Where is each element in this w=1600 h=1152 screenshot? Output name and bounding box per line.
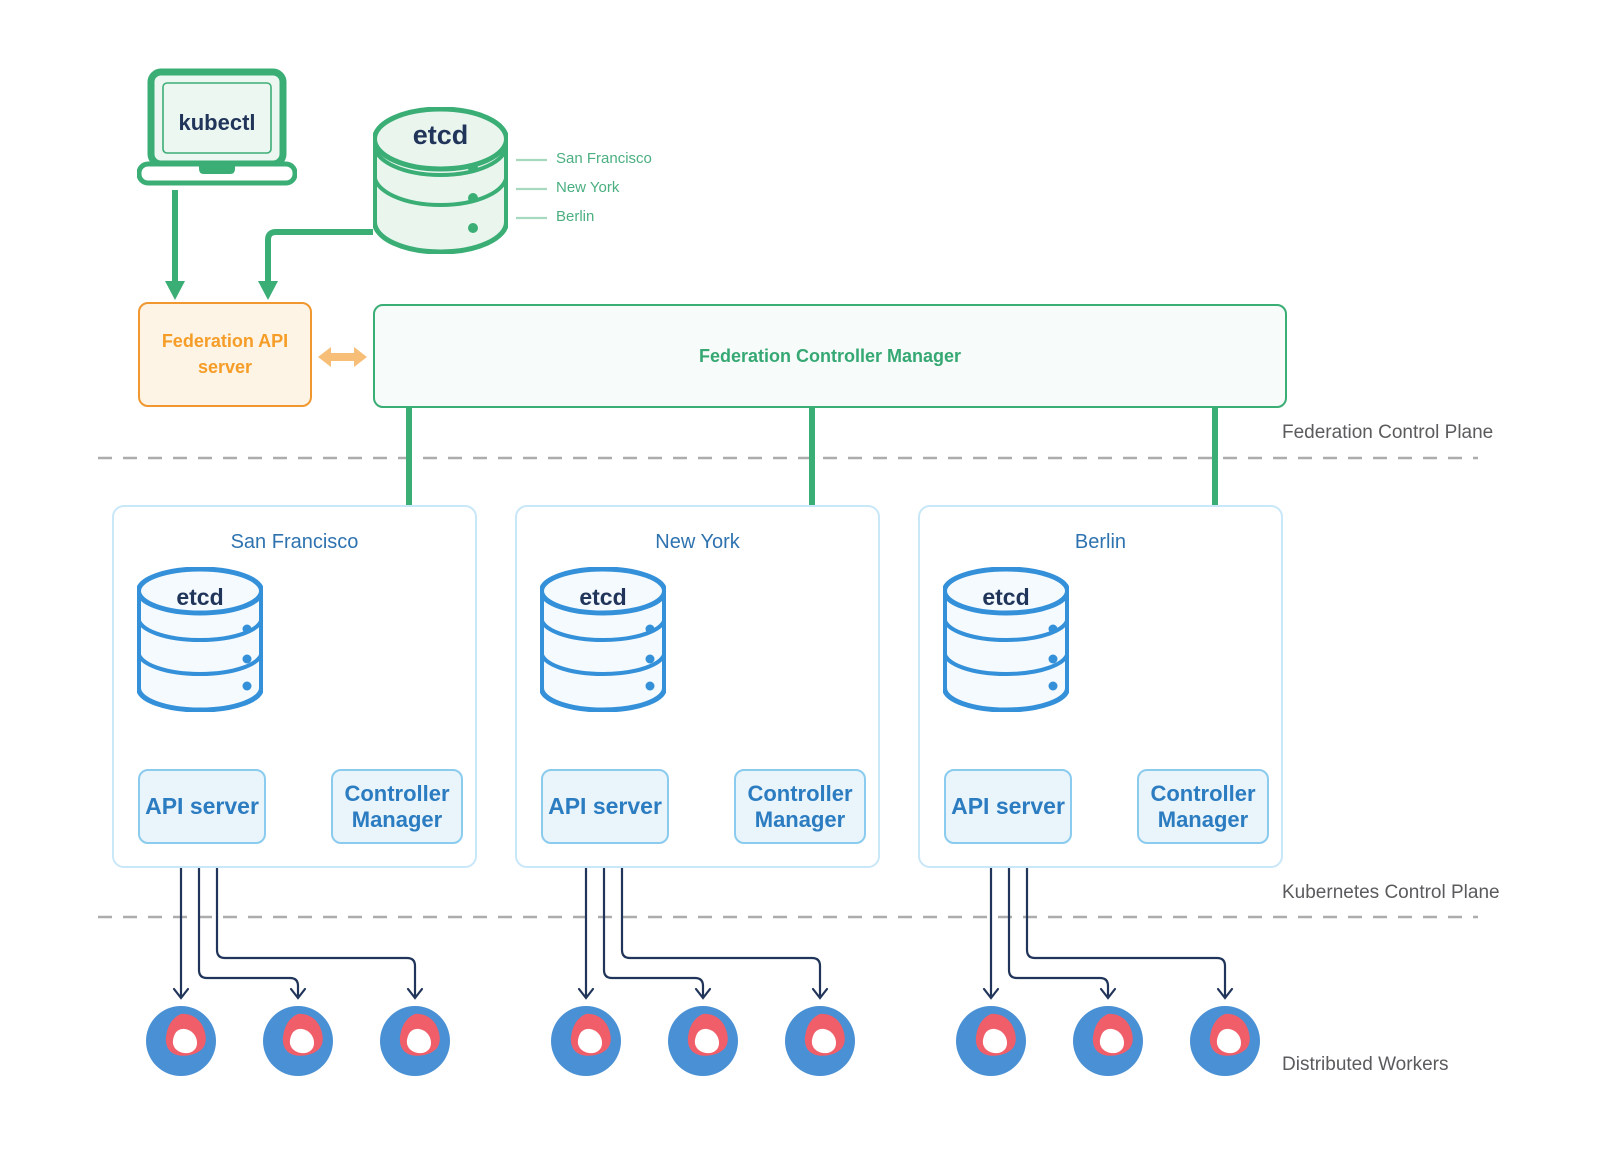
kubernetes-control-plane-label: Kubernetes Control Plane <box>1282 882 1500 903</box>
cluster-etcd-icon <box>539 566 667 713</box>
cluster-box-san-francisco: San Francisco etcd API server Controller… <box>112 505 477 868</box>
federation-etcd-label: etcd <box>412 120 469 150</box>
cluster-etcd-icon <box>942 566 1070 713</box>
cluster-etcd-label: etcd <box>176 584 224 610</box>
cluster-etcd-label: etcd <box>982 584 1030 610</box>
controller-manager-box: Controller Manager <box>1137 769 1269 844</box>
cluster-title: New York <box>655 531 740 553</box>
worker-node-icon <box>667 1005 739 1077</box>
api-server-box: API server <box>138 769 266 844</box>
cluster-title: San Francisco <box>230 531 359 553</box>
etcd-cluster-ref-sf: San Francisco <box>556 150 652 167</box>
worker-node-icon <box>1189 1005 1261 1077</box>
etcd-cluster-ref-ny: New York <box>556 179 620 196</box>
cluster-box-new-york: New York etcd API server Controller Mana… <box>515 505 880 868</box>
api-server-box: API server <box>944 769 1072 844</box>
etcd-cluster-ref-berlin: Berlin <box>556 208 595 225</box>
federation-controller-manager-box: Federation Controller Manager <box>373 304 1287 408</box>
api-server-box: API server <box>541 769 669 844</box>
worker-node-icon <box>550 1005 622 1077</box>
cluster-title: Berlin <box>1074 531 1127 553</box>
cluster-etcd-icon <box>136 566 264 713</box>
worker-node-icon <box>262 1005 334 1077</box>
fed-api-fcm-double-arrow <box>318 347 367 367</box>
worker-node-icon <box>955 1005 1027 1077</box>
controller-manager-box: Controller Manager <box>331 769 463 844</box>
federation-control-plane-label: Federation Control Plane <box>1282 422 1494 443</box>
controller-manager-box: Controller Manager <box>734 769 866 844</box>
worker-node-icon <box>145 1005 217 1077</box>
cluster-etcd-label: etcd <box>579 584 627 610</box>
worker-node-icon <box>784 1005 856 1077</box>
worker-node-icon <box>1072 1005 1144 1077</box>
etcd-label-leader-lines <box>516 158 547 220</box>
kubectl-label: kubectl <box>178 110 256 135</box>
distributed-workers-label: Distributed Workers <box>1282 1054 1449 1075</box>
cluster-box-berlin: Berlin etcd API server Controller Manage… <box>918 505 1283 868</box>
kubectl-to-fed-api-arrow <box>165 190 185 300</box>
kubectl-laptop-icon <box>136 64 298 186</box>
federation-etcd-icon <box>372 106 509 255</box>
federation-api-server-box: Federation API server <box>138 302 312 407</box>
fed-etcd-to-fed-api-arrow <box>258 229 373 300</box>
worker-node-icon <box>379 1005 451 1077</box>
